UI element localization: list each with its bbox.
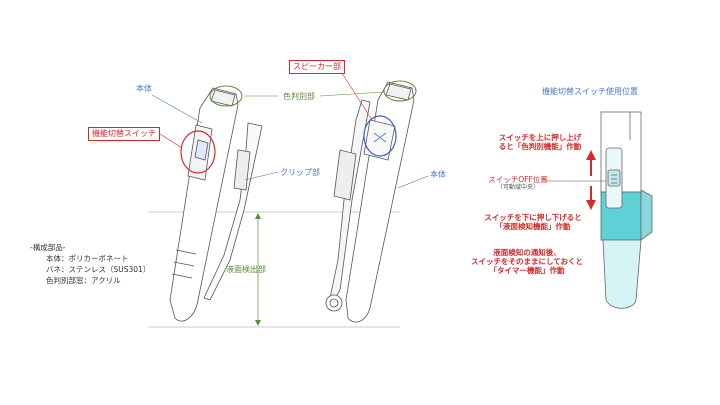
off-position-label: スイッチOFF位置 （可動域中央） <box>484 175 552 191</box>
right-device-body <box>345 81 415 323</box>
parts-line-1: 本体：ポリカーボネート <box>46 253 129 263</box>
leader-clip <box>244 171 279 181</box>
device-clip-side <box>640 189 653 241</box>
device-tip <box>602 239 642 309</box>
instruction-up-line2: ると「色判別機能」作動 <box>498 142 582 151</box>
right-speaker-panel <box>363 119 396 161</box>
label-body-left: 本体 <box>136 84 152 93</box>
switch-position-device <box>600 111 653 309</box>
right-clip-grip <box>333 149 357 201</box>
mode-switch-circle <box>180 130 216 174</box>
label-mode-switch: 機能切替スイッチ <box>88 127 160 141</box>
arrow-down-icon <box>586 200 596 210</box>
left-body-seam-3 <box>171 273 193 279</box>
instruction-timer-line2: スイッチをそのままにしておくと <box>470 257 584 266</box>
parts-line-2: バネ：ステンレス（SUS301） <box>46 264 151 274</box>
left-body-seam-1 <box>175 249 197 255</box>
instruction-timer-line3: 「タイマー機能」作動 <box>489 266 565 275</box>
left-switch-knob <box>194 139 209 161</box>
switch-knob <box>607 169 621 187</box>
instruction-timer-line1: 液面検知の通知後、 <box>493 248 561 257</box>
left-color-part-circle <box>209 85 243 107</box>
right-clip-ring-inner <box>329 298 339 308</box>
instruction-down: スイッチを下に押し下げると 「液面検知機能」作動 <box>474 213 592 231</box>
parts-list: -構成部品- 本体：ポリカーボネート バネ：ステンレス（SUS301） 色判別部… <box>30 243 150 287</box>
speaker-circle <box>363 115 397 157</box>
leader-color-right <box>319 91 385 97</box>
left-device <box>169 87 263 322</box>
instruction-down-line2: 「液面検知機能」作動 <box>495 222 571 231</box>
left-device-body <box>169 87 239 322</box>
left-body-seam-2 <box>173 261 195 267</box>
parts-line-3: 色判別部窓：アクリル <box>46 275 121 285</box>
leader-body-right <box>397 175 429 189</box>
right-device <box>325 81 415 323</box>
label-liquid-detect: 液面検出部 <box>226 265 266 274</box>
right-color-part-circle <box>383 80 417 102</box>
off-label: スイッチOFF位置 <box>488 175 548 184</box>
dimension-arrow-down <box>255 320 261 326</box>
leader-mode-switch <box>159 133 183 149</box>
off-note: （可動域中央） <box>496 184 539 191</box>
label-color-part: 色判別部 <box>283 92 315 101</box>
leader-speaker <box>339 69 373 121</box>
instruction-down-line1: スイッチを下に押し下げると <box>484 213 582 222</box>
speaker-mark-2 <box>373 132 387 143</box>
instruction-up: スイッチを上に押し上げ ると「色判別機能」作動 <box>488 133 592 151</box>
dimension-arrow-up <box>255 213 261 219</box>
leader-body-left <box>151 94 203 124</box>
label-clip: クリップ部 <box>280 168 320 177</box>
instruction-timer: 液面検知の通知後、 スイッチをそのままにしておくと 「タイマー機能」作動 <box>462 248 592 275</box>
label-speaker: スピーカー部 <box>289 60 345 74</box>
left-device-cap <box>210 89 236 107</box>
label-body-right: 本体 <box>430 170 446 179</box>
arrow-up-icon <box>586 150 596 160</box>
label-switch-position-title: 機能切替スイッチ使用位置 <box>542 87 638 96</box>
instruction-up-line1: スイッチを上に押し上げ <box>498 133 582 142</box>
parts-title: -構成部品- <box>30 243 66 252</box>
